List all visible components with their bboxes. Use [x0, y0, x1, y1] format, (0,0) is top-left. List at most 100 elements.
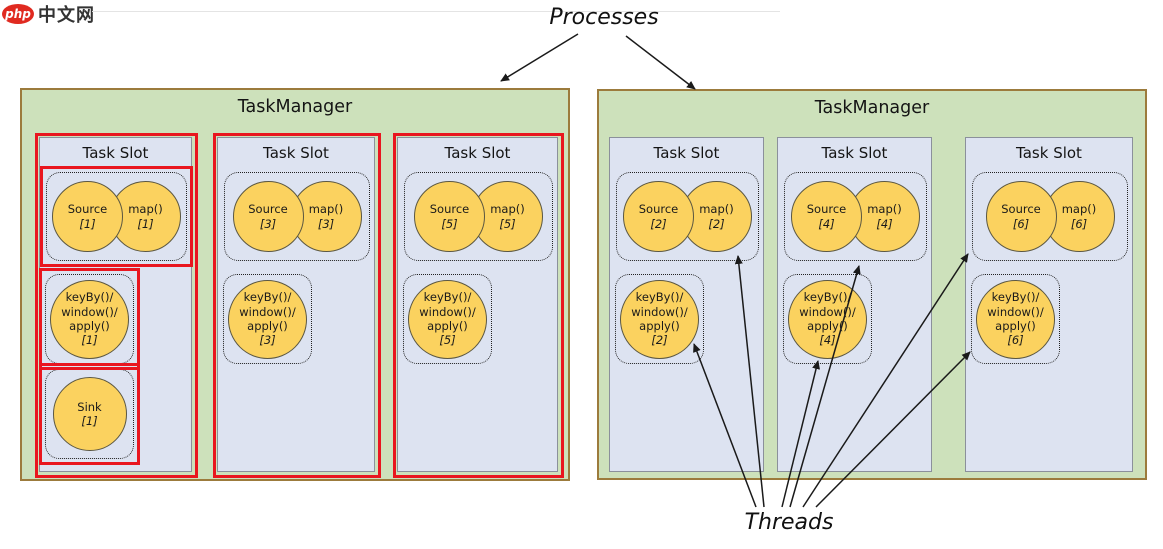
operator-group: Source[5] map()[5] — [404, 172, 553, 261]
task-parallel-index: [1] — [81, 333, 98, 348]
task-name-line: apply() — [995, 319, 1036, 333]
task-parallel-index: [6] — [1007, 333, 1024, 348]
operator-group: keyBy()/window()/apply()[6] — [971, 274, 1060, 364]
processes-arrow — [500, 33, 579, 82]
task-circle-label: map()[5] — [490, 202, 525, 231]
task-name-line: keyBy()/ — [65, 290, 114, 305]
task-name-line: map() — [1061, 202, 1097, 217]
task-name-line: Source — [806, 202, 847, 217]
task-circle-label: keyBy()/window()/apply()[1] — [61, 290, 117, 348]
task-circle-label: map()[1] — [128, 202, 163, 231]
php-logo-icon: php — [2, 4, 34, 24]
task-name-line: window()/ — [631, 304, 688, 319]
task-name-line: apply() — [247, 319, 288, 333]
task-parallel-index: [2] — [650, 216, 667, 231]
task-name-line: window()/ — [61, 304, 118, 319]
task-parallel-index: [4] — [876, 216, 893, 231]
task-parallel-index: [3] — [317, 216, 335, 231]
operator-group: Source[2]map()[2] — [616, 172, 759, 261]
task-parallel-index: [3] — [259, 333, 276, 348]
task-circle: Source[6] — [985, 181, 1057, 252]
task-parallel-index: [1] — [137, 216, 154, 231]
task-circle: Source[4] — [791, 181, 862, 252]
operator-group: keyBy()/window()/apply()[1] — [45, 274, 134, 364]
task-circle: keyBy()/window()/apply()[6] — [976, 279, 1055, 359]
task-parallel-index: [5] — [499, 216, 516, 231]
taskmanager-title: TaskManager — [237, 97, 353, 117]
task-circle-label: keyBy()/window()/apply()[5] — [419, 290, 475, 348]
operator-group: Source[3]map()[3] — [224, 172, 370, 261]
task-name-line: Source — [248, 202, 288, 217]
task-name-line: Sink — [77, 399, 102, 414]
task-circle-label: map()[6] — [1062, 202, 1097, 231]
task-circle-label: keyBy()/window()/apply()[6] — [987, 290, 1043, 348]
task-parallel-index: [4] — [818, 216, 835, 231]
operator-group: Source[6]map()[6] — [972, 172, 1128, 261]
task-parallel-index: [2] — [651, 333, 668, 348]
processes-arrow — [625, 35, 696, 90]
task-circle: map()[6] — [1043, 181, 1115, 252]
operator-group: Source[1]map()[1] — [46, 172, 187, 261]
task-slot-label: Task Slot — [821, 144, 888, 162]
threads-label: Threads — [744, 510, 834, 535]
operator-group: Source[4]map()[4] — [784, 172, 927, 261]
task-name-line: keyBy()/ — [803, 290, 852, 305]
task-circle-label: Source[5] — [430, 202, 470, 231]
task-circle-label: Sink[1] — [77, 400, 101, 429]
task-circle-label: Source[3] — [248, 202, 288, 231]
task-circle: keyBy()/window()/apply()[4] — [788, 279, 867, 359]
task-slot-label: Task Slot — [653, 144, 720, 162]
header-divider — [92, 11, 780, 12]
task-name-line: Source — [67, 202, 108, 217]
task-name-line: map() — [699, 202, 734, 217]
task-name-line: map() — [490, 202, 525, 217]
task-parallel-index: [1] — [81, 414, 98, 428]
task-circle: keyBy()/window()/apply()[2] — [620, 279, 699, 359]
taskmanager-title: TaskManager — [814, 98, 930, 118]
task-name-line: window()/ — [419, 304, 476, 319]
site-logo-text: 中文网 — [38, 5, 95, 25]
task-name-line: keyBy()/ — [635, 290, 684, 305]
operator-group: keyBy()/window()/apply()[4] — [783, 274, 872, 364]
task-parallel-index: [5] — [439, 333, 456, 348]
task-name-line: keyBy()/ — [991, 290, 1040, 305]
task-circle: Source[1] — [52, 181, 123, 252]
task-name-line: window()/ — [799, 304, 856, 319]
task-name-line: map() — [128, 202, 163, 217]
task-name-line: apply() — [69, 319, 110, 333]
task-circle: Sink[1] — [52, 377, 127, 451]
task-circle-label: map()[4] — [867, 202, 902, 231]
task-circle: keyBy()/window()/apply()[3] — [228, 279, 307, 359]
task-circle-label: Source[4] — [807, 202, 847, 231]
operator-group: keyBy()/window()/apply()[2] — [615, 274, 704, 364]
operator-group: Sink[1] — [45, 369, 134, 459]
task-circle: keyBy()/window()/apply()[5] — [408, 279, 487, 359]
task-circle-label: keyBy()/window()/apply()[2] — [631, 290, 687, 348]
task-name-line: map() — [867, 202, 902, 217]
task-slot-label: Task Slot — [82, 144, 149, 162]
task-name-line: window()/ — [239, 304, 296, 319]
task-circle: keyBy()/window()/apply()[1] — [50, 279, 129, 359]
task-slot-label: Task Slot — [263, 144, 329, 162]
task-name-line: keyBy()/ — [423, 290, 472, 305]
task-name-line: map() — [308, 202, 344, 217]
task-circle-label: Source[2] — [639, 202, 679, 231]
site-logo[interactable]: php 中文网 — [2, 3, 95, 25]
task-slot-label: Task Slot — [1016, 144, 1082, 162]
task-name-line: keyBy()/ — [243, 290, 292, 305]
task-circle: Source[2] — [623, 181, 694, 252]
task-name-line: apply() — [639, 319, 680, 333]
task-parallel-index: [2] — [708, 216, 725, 231]
task-circle: Source[3] — [232, 181, 304, 252]
processes-label: Processes — [549, 5, 659, 30]
task-parallel-index: [3] — [259, 216, 277, 231]
task-name-line: Source — [638, 202, 679, 217]
